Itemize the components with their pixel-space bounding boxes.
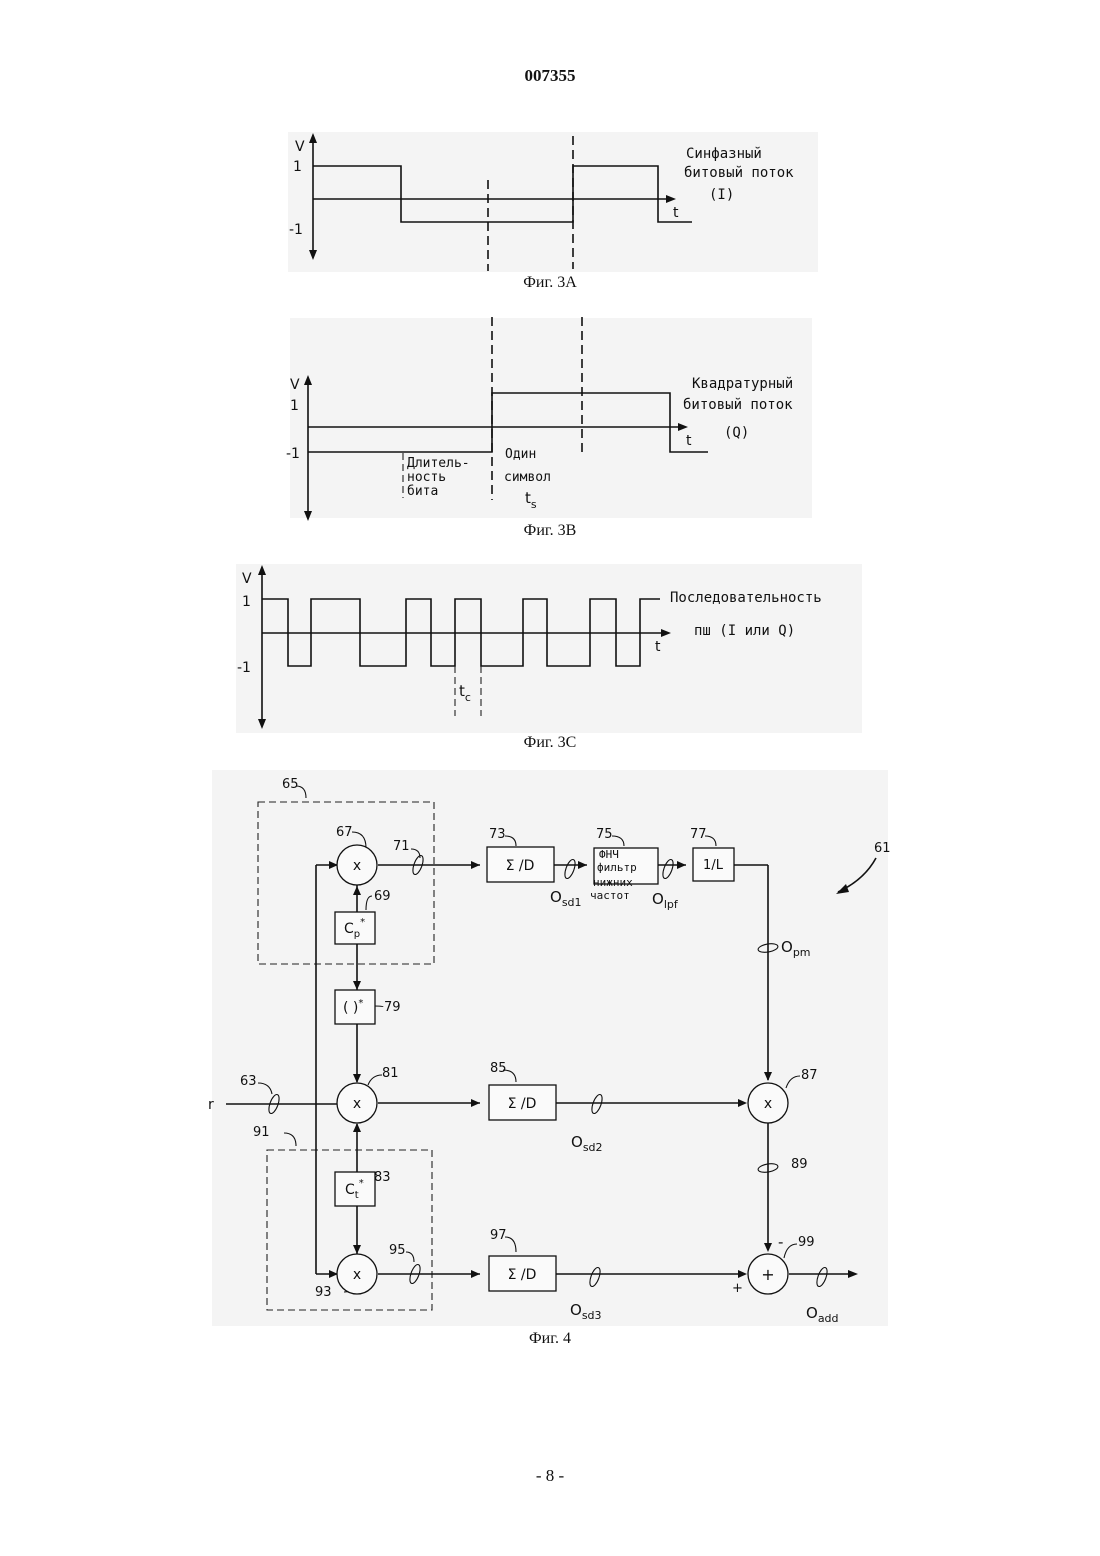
level-high-label: 1 [290, 398, 299, 414]
ref-number: 67 [336, 825, 353, 840]
adder-symbol: + [761, 1265, 774, 1284]
bit-duration-label: Длитель- [407, 456, 470, 471]
figure-3a-caption: Фиг. 3A [0, 274, 1100, 292]
ref-number: 61 [874, 841, 891, 856]
sum-dump-label: Σ /D [508, 1267, 537, 1283]
figure-4-block-diagram: x x x x + Cp* ( )* Ct* Σ /D Σ /D Σ /D ФН… [0, 766, 1100, 1332]
figure-4-caption: Фиг. 4 [0, 1330, 1100, 1348]
bit-duration-label: ность [407, 470, 446, 485]
lpf-label: частот [590, 889, 630, 902]
ref-number: 73 [489, 827, 506, 842]
scan-background [290, 318, 812, 518]
multiplier-symbol: x [353, 1096, 361, 1112]
sum-dump-label: Σ /D [506, 858, 535, 874]
ref-number: 83 [374, 1170, 391, 1185]
level-high-label: 1 [293, 159, 302, 175]
ref-number: 71 [393, 839, 410, 854]
level-low-label: -1 [286, 446, 300, 462]
stream-title-line: (Q) [724, 425, 749, 441]
lpf-label: фильтр [597, 861, 637, 874]
sequence-title-line: пш (I или Q) [694, 623, 795, 639]
time-label: t [686, 433, 692, 449]
lpf-label: нижних [593, 876, 633, 889]
v-axis-label: V [242, 571, 252, 587]
page-number: - 8 - [0, 1466, 1100, 1486]
ref-number: 85 [490, 1061, 507, 1076]
ref-number: 81 [382, 1066, 399, 1081]
ref-number: 99 [798, 1235, 815, 1250]
document-number: 007355 [0, 66, 1100, 86]
multiplier-symbol: x [764, 1096, 772, 1112]
ref-number: 87 [801, 1068, 818, 1083]
figure-3b-caption: Фиг. 3B [0, 522, 1100, 540]
ref-number: 77 [690, 827, 707, 842]
ref-number: 91 [253, 1125, 270, 1140]
plus-sign: + [732, 1281, 743, 1296]
bit-duration-label: бита [407, 484, 438, 499]
multiplier-symbol: x [353, 858, 361, 874]
level-low-label: -1 [289, 222, 303, 238]
ref-number: 89 [791, 1157, 808, 1172]
time-label: t [673, 205, 679, 221]
v-axis-label: V [295, 139, 305, 155]
stream-title-line: битовый поток [683, 397, 793, 413]
one-symbol-label: символ [504, 470, 551, 485]
multiplier-symbol: x [353, 1267, 361, 1283]
ref-number: 95 [389, 1243, 406, 1258]
stream-title-line: (I) [709, 187, 734, 203]
ref-number: 79 [384, 1000, 401, 1015]
sum-dump-label: Σ /D [508, 1096, 537, 1112]
lpf-label: ФНЧ [599, 848, 619, 861]
stream-title-line: Синфазный [686, 146, 762, 162]
v-axis-label: V [290, 377, 300, 393]
figure-3c-caption: Фиг. 3C [0, 734, 1100, 752]
stream-title-line: битовый поток [684, 165, 794, 181]
ref-number: 97 [490, 1228, 507, 1243]
ref-number: 69 [374, 889, 391, 904]
figure-3a: V 1 -1 t Синфазный битовый поток (I) [0, 128, 1100, 278]
one-symbol-label: Один [505, 447, 536, 462]
minus-sign: - [778, 1233, 783, 1251]
time-label: t [655, 639, 661, 655]
ref-number: 65 [282, 777, 299, 792]
figure-3c: V 1 -1 t Последовательность пш (I или Q)… [0, 560, 1100, 740]
ref-number: 63 [240, 1074, 257, 1089]
ref-number: 75 [596, 827, 613, 842]
scale-label: 1/L [703, 858, 724, 873]
ref-number: 93 [315, 1285, 332, 1300]
stream-title-line: Квадратурный [692, 376, 793, 392]
sequence-title-line: Последовательность [670, 590, 822, 606]
level-high-label: 1 [242, 594, 251, 610]
input-signal-label: r [208, 1097, 214, 1113]
level-low-label: -1 [237, 660, 251, 676]
figure-3b: V 1 -1 t Квадратурный битовый поток (Q) … [0, 312, 1100, 522]
